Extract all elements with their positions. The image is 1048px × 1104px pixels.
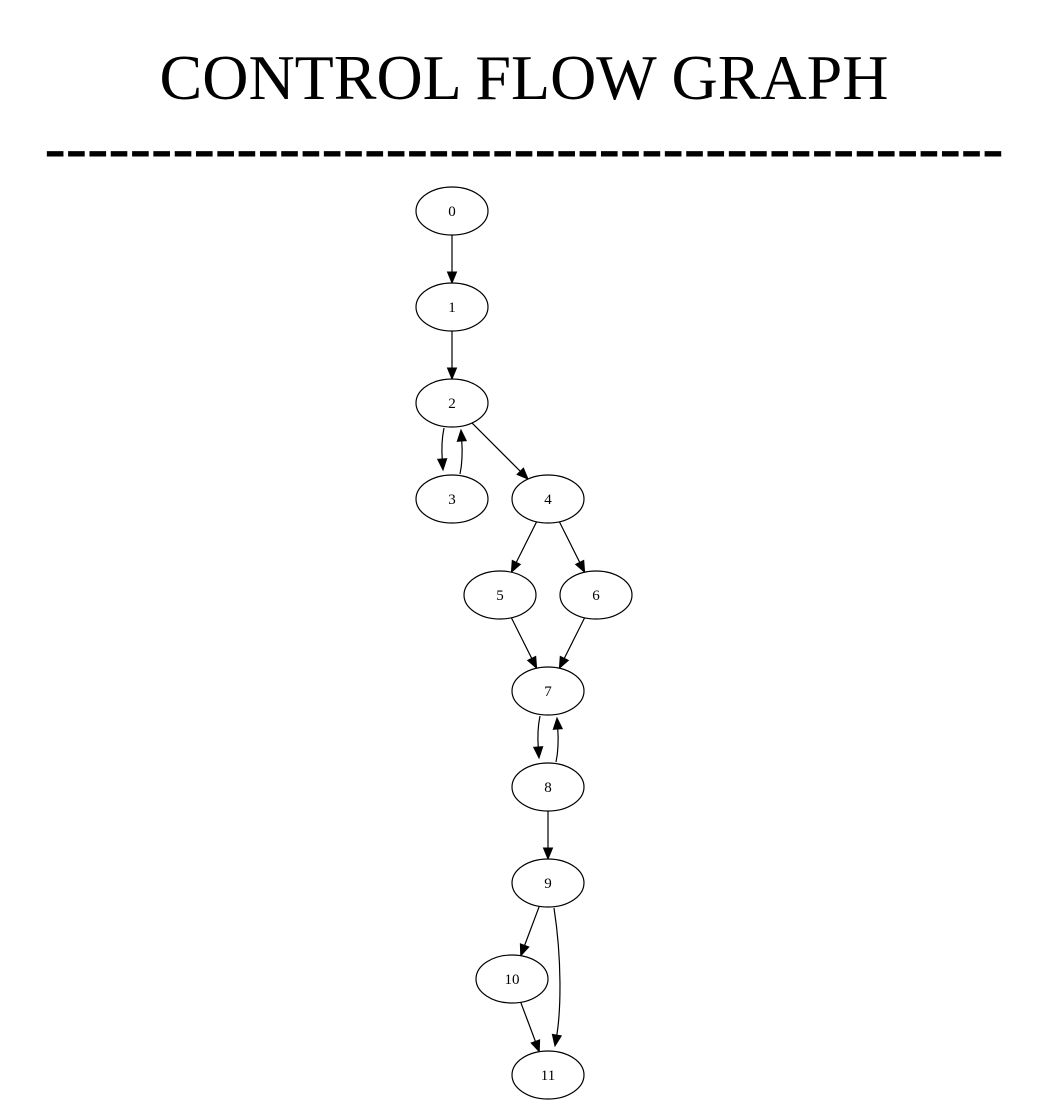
arrowhead-icon: [552, 716, 564, 730]
edge-6-to-7: [558, 617, 586, 670]
node-ellipse: [463, 570, 537, 620]
edge-9-to-10: [519, 906, 540, 957]
page-title: CONTROL FLOW GRAPH: [159, 42, 889, 113]
edge-line: [563, 617, 586, 660]
edge-1-to-2: [446, 331, 458, 381]
node-6: 6: [559, 570, 633, 620]
edge-line: [558, 521, 581, 564]
arrowhead-icon: [446, 367, 458, 381]
node-7: 7: [511, 666, 585, 716]
node-3: 3: [415, 474, 489, 524]
edge-line: [515, 521, 538, 564]
node-ellipse: [511, 666, 585, 716]
node-ellipse: [511, 858, 585, 908]
edge-line: [471, 422, 522, 473]
arrowhead-icon: [530, 1039, 541, 1053]
node-10: 10: [475, 954, 549, 1004]
edge-2-to-3: [436, 427, 448, 472]
node-ellipse: [559, 570, 633, 620]
edge-8-to-7: [552, 716, 564, 763]
node-ellipse: [415, 378, 489, 428]
node-label: 9: [544, 876, 552, 892]
node-ellipse: [475, 954, 549, 1004]
node-5: 5: [463, 570, 537, 620]
arrowhead-icon: [516, 467, 529, 480]
node-0: 0: [415, 186, 489, 236]
arrowhead-icon: [551, 1033, 563, 1048]
arrowhead-icon: [558, 655, 570, 670]
edge-line: [523, 906, 540, 947]
edge-0-to-1: [446, 235, 458, 285]
node-label: 3: [448, 492, 456, 508]
node-ellipse: [415, 186, 489, 236]
node-ellipse: [511, 762, 585, 812]
node-label: 0: [448, 204, 456, 220]
edge-4-to-5: [510, 521, 538, 574]
arrowhead-icon: [456, 428, 468, 442]
edge-10-to-11: [520, 1002, 541, 1053]
node-label: 6: [592, 588, 600, 604]
edge-3-to-2: [456, 428, 468, 475]
edges-layer: [436, 235, 586, 1053]
edge-line: [459, 439, 463, 475]
edge-5-to-7: [510, 617, 538, 670]
node-1: 1: [415, 282, 489, 332]
edge-line: [553, 907, 561, 1037]
arrowhead-icon: [519, 943, 530, 957]
edge-7-to-8: [532, 715, 544, 760]
node-label: 8: [544, 780, 552, 796]
arrowhead-icon: [526, 655, 538, 670]
node-label: 4: [544, 492, 552, 508]
edge-line: [555, 727, 559, 763]
arrowhead-icon: [542, 847, 554, 861]
node-label: 5: [496, 588, 504, 604]
arrowhead-icon: [532, 746, 544, 760]
edge-line: [537, 715, 541, 749]
edge-line: [520, 1002, 537, 1043]
edge-line: [441, 427, 445, 461]
node-9: 9: [511, 858, 585, 908]
node-ellipse: [511, 1050, 585, 1100]
edge-8-to-9: [542, 811, 554, 861]
node-ellipse: [511, 474, 585, 524]
node-4: 4: [511, 474, 585, 524]
node-label: 10: [505, 972, 520, 988]
node-11: 11: [511, 1050, 585, 1100]
node-ellipse: [415, 282, 489, 332]
arrowhead-icon: [446, 271, 458, 285]
edge-4-to-6: [558, 521, 586, 574]
title-divider: ----------------------------------------…: [44, 118, 1004, 178]
nodes-layer: 0 1 2 3 4 5 6 7 8 9 10 11: [415, 186, 633, 1100]
arrowhead-icon: [510, 559, 522, 574]
node-label: 1: [448, 300, 456, 316]
edge-line: [510, 617, 533, 660]
node-label: 2: [448, 396, 456, 412]
node-ellipse: [415, 474, 489, 524]
node-8: 8: [511, 762, 585, 812]
arrowhead-icon: [436, 458, 448, 472]
arrowhead-icon: [574, 559, 586, 574]
edge-9-to-11: [551, 907, 563, 1048]
node-2: 2: [415, 378, 489, 428]
node-label: 7: [544, 684, 552, 700]
edge-2-to-4: [471, 422, 529, 480]
node-label: 11: [541, 1068, 555, 1084]
